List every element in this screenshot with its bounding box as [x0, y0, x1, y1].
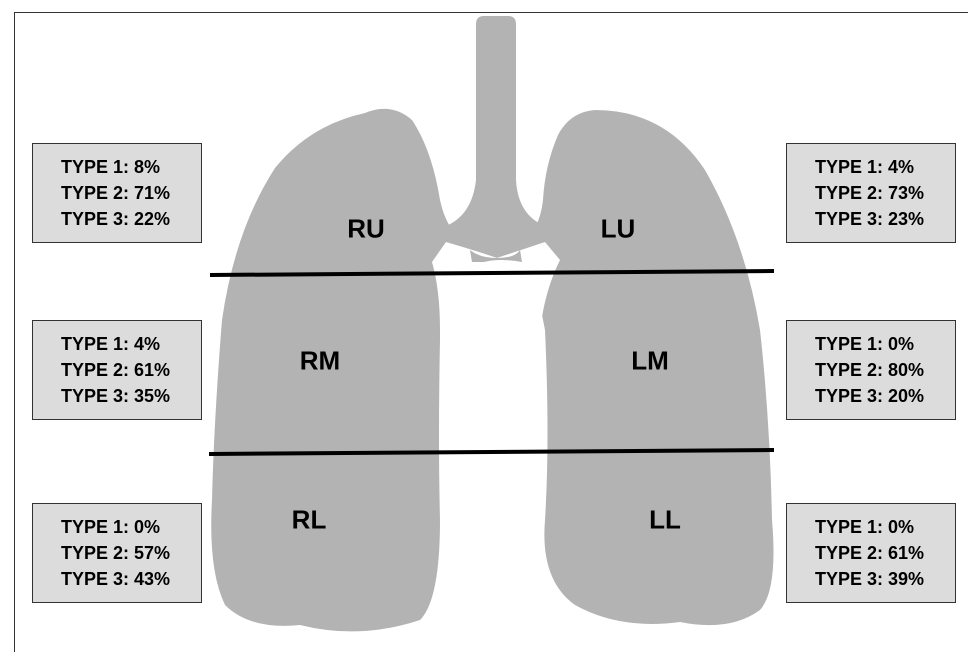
- stat-type1: TYPE 1: 0%: [815, 331, 955, 357]
- stat-type1: TYPE 1: 4%: [61, 331, 201, 357]
- stat-type2: TYPE 2: 61%: [61, 357, 201, 383]
- stat-box-right-lower: TYPE 1: 0% TYPE 2: 57% TYPE 3: 43%: [32, 503, 202, 603]
- stat-box-left-middle: TYPE 1: 0% TYPE 2: 80% TYPE 3: 20%: [786, 320, 956, 420]
- zone-label-ru: RU: [347, 214, 385, 245]
- stat-box-right-middle: TYPE 1: 4% TYPE 2: 61% TYPE 3: 35%: [32, 320, 202, 420]
- stat-type1: TYPE 1: 0%: [815, 514, 955, 540]
- stat-type3: TYPE 3: 35%: [61, 383, 201, 409]
- stat-box-left-lower: TYPE 1: 0% TYPE 2: 61% TYPE 3: 39%: [786, 503, 956, 603]
- stat-type3: TYPE 3: 43%: [61, 566, 201, 592]
- stat-type1: TYPE 1: 8%: [61, 154, 201, 180]
- stat-type1: TYPE 1: 4%: [815, 154, 955, 180]
- stat-box-right-upper: TYPE 1: 8% TYPE 2: 71% TYPE 3: 22%: [32, 143, 202, 243]
- trachea: [446, 16, 545, 258]
- zone-label-ll: LL: [649, 505, 681, 536]
- stat-type2: TYPE 2: 73%: [815, 180, 955, 206]
- stat-type3: TYPE 3: 20%: [815, 383, 955, 409]
- stat-type3: TYPE 3: 23%: [815, 206, 955, 232]
- stat-type2: TYPE 2: 57%: [61, 540, 201, 566]
- right-lung: [211, 109, 470, 632]
- zone-label-rm: RM: [300, 346, 340, 377]
- stat-box-left-upper: TYPE 1: 4% TYPE 2: 73% TYPE 3: 23%: [786, 143, 956, 243]
- zone-label-rl: RL: [292, 505, 327, 536]
- zone-label-lu: LU: [601, 214, 636, 245]
- stat-type1: TYPE 1: 0%: [61, 514, 201, 540]
- stat-type2: TYPE 2: 61%: [815, 540, 955, 566]
- zone-label-lm: LM: [631, 346, 669, 377]
- stat-type3: TYPE 3: 39%: [815, 566, 955, 592]
- stat-type2: TYPE 2: 80%: [815, 357, 955, 383]
- stat-type3: TYPE 3: 22%: [61, 206, 201, 232]
- stat-type2: TYPE 2: 71%: [61, 180, 201, 206]
